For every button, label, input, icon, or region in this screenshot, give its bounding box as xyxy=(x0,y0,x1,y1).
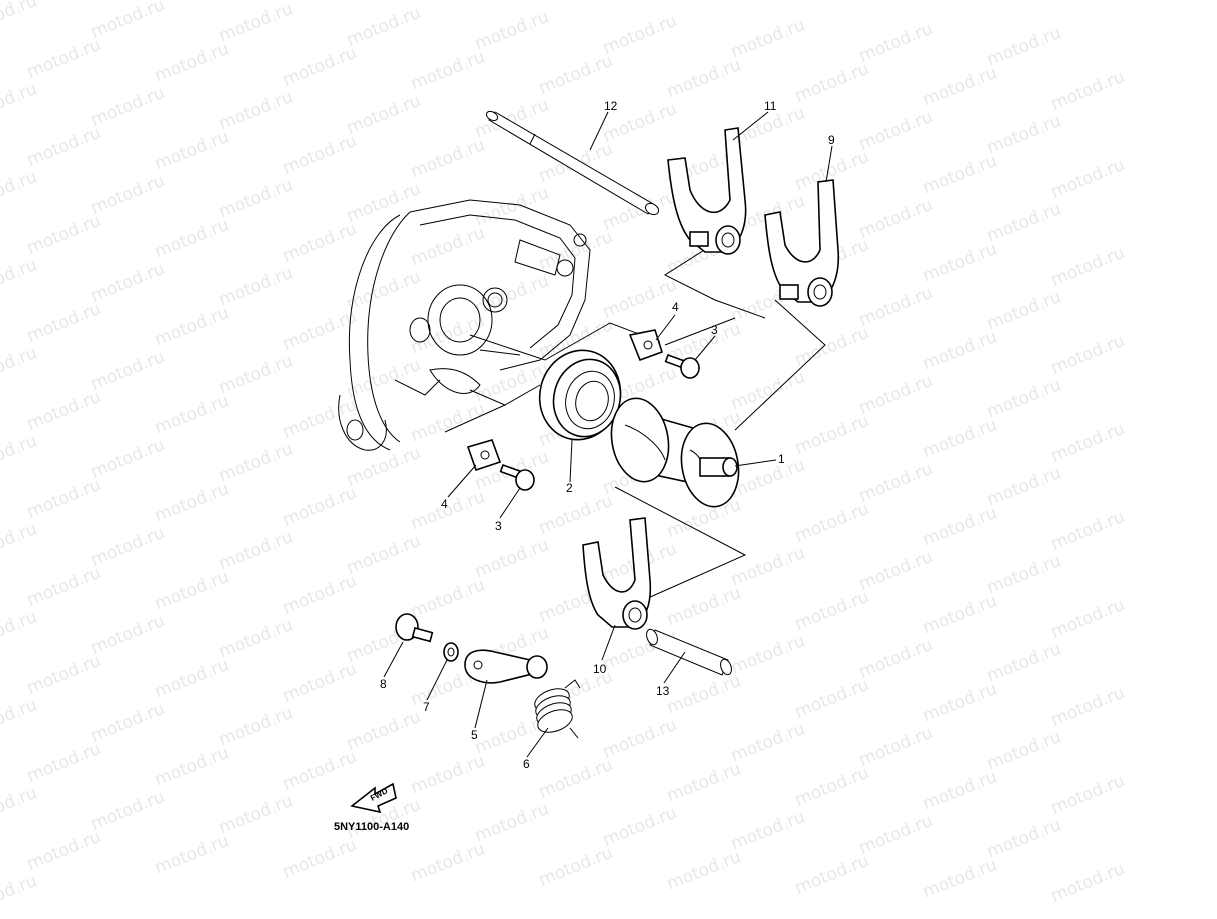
washer-part xyxy=(443,642,459,662)
callout-2: 2 xyxy=(566,481,573,495)
fwd-arrow-icon xyxy=(350,782,397,814)
callout-leaders xyxy=(383,111,833,758)
callout-5: 5 xyxy=(471,728,478,742)
callout-4-upper: 4 xyxy=(672,300,679,314)
shift-cam-part xyxy=(610,397,740,508)
callout-13: 12 xyxy=(604,99,618,113)
short-rod-part xyxy=(646,628,732,676)
right-fork-part xyxy=(764,179,840,307)
callout-3-lower: 3 xyxy=(495,519,502,533)
spring-part xyxy=(534,679,581,739)
diagram-code: 5NY1100-A140 xyxy=(334,821,410,833)
stopper-a-part xyxy=(628,329,663,362)
callout-6: 6 xyxy=(523,757,530,771)
crankcase-outline xyxy=(338,199,591,451)
lever-bolt-part xyxy=(395,613,434,643)
callout-4-lower: 4 xyxy=(441,497,448,511)
callout-1: 1 xyxy=(778,452,785,466)
stopper-b-part xyxy=(466,439,502,472)
long-rod-part xyxy=(485,110,660,216)
bearing-part xyxy=(538,349,622,441)
callout-10: 10 xyxy=(593,662,607,676)
assembly-lines xyxy=(444,239,826,599)
lower-fork-part xyxy=(582,517,652,630)
callout-8: 8 xyxy=(380,677,387,691)
callout-11: 11 xyxy=(764,99,777,113)
segment-lever-part xyxy=(464,649,548,684)
callout-3-upper: 3 xyxy=(711,323,718,337)
bolt-b-part xyxy=(499,463,535,491)
bolt-a-part xyxy=(664,353,700,379)
callout-12: 13 xyxy=(656,684,670,698)
callout-9: 9 xyxy=(828,133,835,147)
upper-fork-part xyxy=(667,127,747,255)
callout-7: 7 xyxy=(423,700,430,714)
